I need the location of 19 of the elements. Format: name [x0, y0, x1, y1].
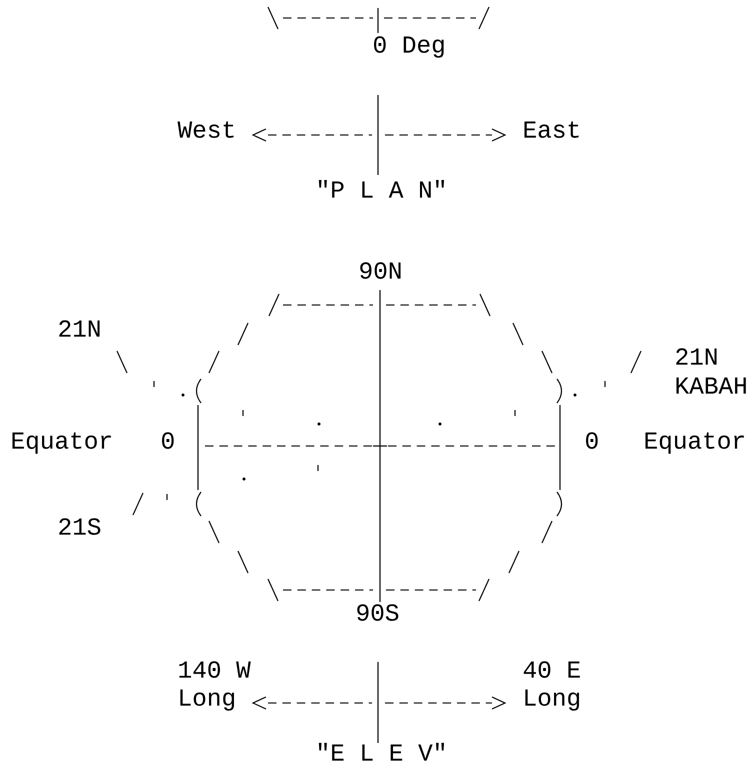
latitude-label: 21S: [59, 518, 100, 535]
latitude-label: 0: [162, 432, 174, 449]
view-title: "E L E V": [318, 742, 444, 761]
direction-label: East: [524, 121, 579, 138]
longitude-label: 40 E: [524, 661, 580, 678]
latitude-label: 90N: [360, 262, 401, 279]
latitude-label: Equator: [645, 432, 744, 454]
latitude-label: 21N: [59, 320, 100, 337]
latitude-label: 21N: [676, 348, 717, 365]
direction-label: West: [178, 121, 234, 138]
view-title: "P L A N": [318, 180, 444, 198]
latitude-label: Equator: [12, 432, 111, 454]
latitude-label: 90S: [357, 604, 398, 621]
direction-label: Long: [180, 690, 234, 711]
longitude-label: 140 W: [179, 661, 251, 678]
angle-label: 0 Deg: [374, 36, 444, 58]
direction-label: Long: [525, 690, 580, 711]
place-label: KABAH: [676, 378, 746, 394]
latitude-label: 0: [586, 432, 598, 449]
